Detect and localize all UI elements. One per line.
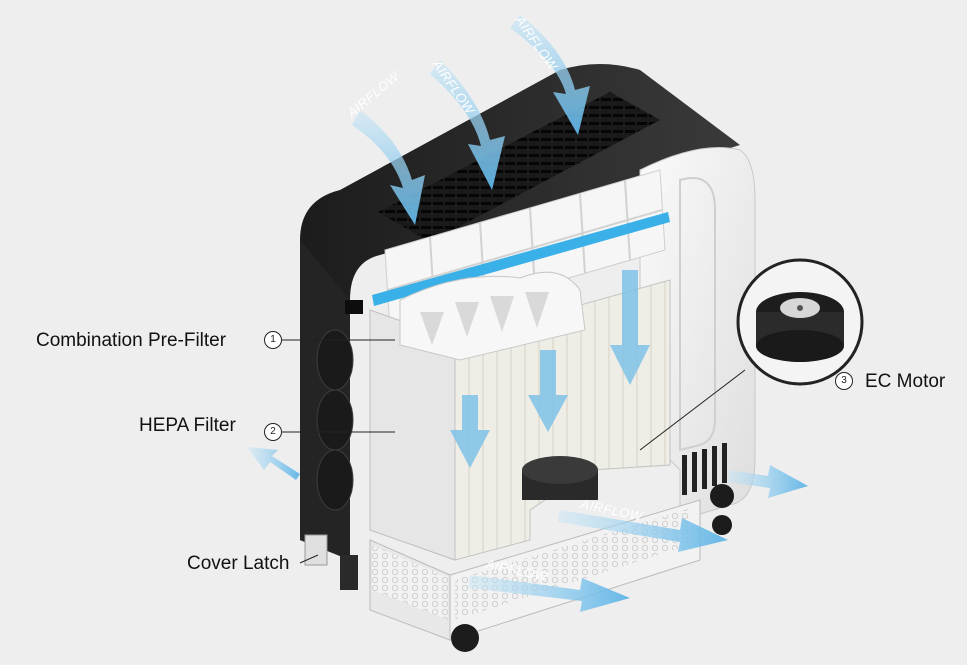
cover-latch[interactable] bbox=[304, 534, 328, 566]
label-combination-prefilter: Combination Pre-Filter bbox=[36, 330, 227, 351]
airflow-arrows bbox=[247, 15, 808, 612]
internal-motor bbox=[522, 456, 598, 500]
ec-motor-inset bbox=[639, 258, 864, 451]
airflow-arrow-2 bbox=[430, 60, 505, 190]
airflow-arrow-7 bbox=[558, 510, 728, 552]
casters bbox=[340, 484, 734, 652]
airflow-arrow-4 bbox=[450, 395, 490, 468]
airflow-arrow-3 bbox=[510, 15, 590, 135]
callout-leaders bbox=[282, 339, 395, 564]
label-cover-latch: Cover Latch bbox=[187, 553, 290, 574]
airflow-arrow-1 bbox=[352, 110, 425, 225]
airflow-label-2: AIRFLOW bbox=[429, 56, 479, 118]
airflow-label-1: AIRFLOW bbox=[344, 68, 403, 121]
airflow-arrow-6 bbox=[610, 270, 650, 385]
label-ec-motor: EC Motor bbox=[865, 371, 946, 392]
badge-1: 1 bbox=[264, 331, 282, 349]
airflow-arrow-10 bbox=[247, 447, 300, 480]
airflow-label-3: AIRFLOW bbox=[512, 12, 562, 74]
airflow-arrow-5 bbox=[528, 350, 568, 432]
badge-2: 2 bbox=[264, 423, 282, 441]
label-hepa-filter: HEPA Filter bbox=[139, 415, 236, 436]
badge-3: 3 bbox=[835, 372, 853, 390]
airflow-arrow-8 bbox=[468, 575, 630, 612]
top-intake-grille bbox=[378, 92, 660, 242]
airflow-arrow-9 bbox=[728, 465, 808, 498]
